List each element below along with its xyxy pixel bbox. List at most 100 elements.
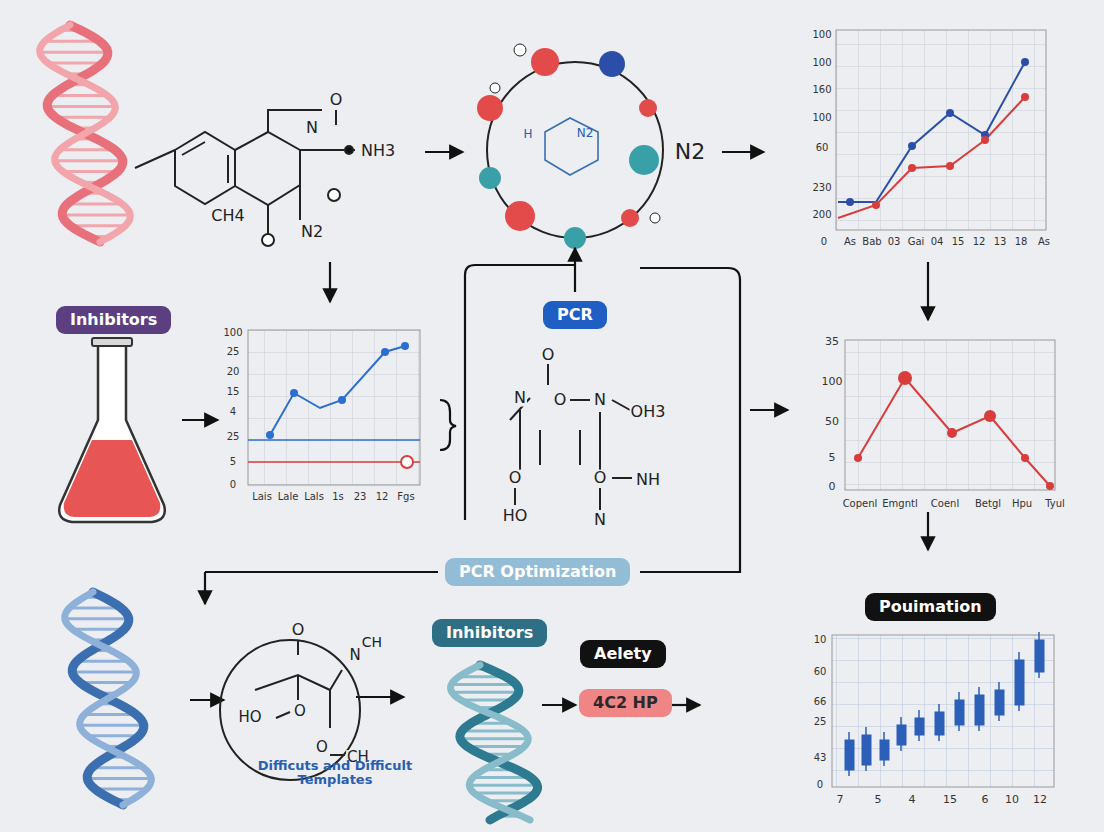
text-label: 03 [888,237,901,248]
text-label: 4 [909,794,916,806]
text-label: 0 [817,780,823,791]
text-label: As [844,237,856,248]
dna-rung [474,791,536,794]
text-label: N [513,390,527,407]
line-chart [248,330,420,485]
text-label: 25 [227,347,240,358]
dna-strand [40,25,131,242]
dna-rung [47,105,115,108]
pill-text: 4C2 HP [593,693,658,712]
text-label: Coenl [931,499,959,510]
text-label: 230 [812,183,831,194]
text-label: 23 [354,492,367,503]
text-label: 100 [812,58,831,69]
text-label: 66 [814,697,827,708]
text-label: As [1038,237,1050,248]
text-label: 18 [1015,237,1028,248]
label-pill: 4C2 HP [579,689,672,717]
dna-rung [55,159,123,162]
label-pill: Inhibitors [56,306,171,334]
text-label: N2 [674,140,706,163]
text-label: 5 [230,457,236,468]
text-label: Emgntl [882,499,917,510]
text-label: 100 [822,376,843,388]
text-label: 15 [227,387,240,398]
dna-rung [80,724,144,727]
text-label: Lais [252,492,272,503]
pill-text: Inhibitors [446,623,533,642]
text-label: N [348,648,361,664]
text-label: 43 [814,753,827,764]
molecule [510,364,632,510]
dna-rung [62,213,130,216]
text-label: 10 [814,635,827,646]
dna-rung [462,729,524,732]
flow-arrow [182,152,928,705]
dna-rung [469,784,537,787]
line-chart [845,340,1055,490]
pill-text: Inhibitors [70,310,157,329]
text-label: OH3 [630,404,667,421]
text-label: N2 [577,127,594,140]
text-label: O [315,740,329,756]
text-label: 7 [837,794,844,806]
text-label: 60 [816,143,829,154]
molecule-ring [477,44,663,249]
text-label: Copenl [843,499,878,510]
dna-rung [40,51,108,54]
text-label: 15 [943,794,957,806]
text-label: N [593,512,607,529]
text-label: 10 [1005,794,1019,806]
text-label: Bab [862,237,881,248]
text-label: 0 [821,237,827,248]
text-label: 13 [994,237,1007,248]
text-label: NH [635,472,661,489]
text-label: Lals [304,492,324,503]
pill-text: PCR [557,305,593,324]
text-label: O [553,392,568,409]
dna-rung [460,737,528,740]
text-label: O [329,92,344,109]
text-label: HO [502,508,529,525]
candlestick-chart [832,632,1054,787]
text-label: 25 [814,717,827,728]
text-label: 12 [1033,794,1047,806]
text-label: Lale [278,492,299,503]
text-label: 0 [230,480,236,491]
text-label: O [293,704,307,720]
text-label: NH3 [360,143,396,160]
text-label: N [593,392,607,409]
dna-rung [451,683,516,686]
text-label: 4 [230,407,236,418]
text-label: 1s [332,492,344,503]
text-label: 5 [829,452,836,464]
text-label: Fgs [397,492,414,503]
label-pill: Aelety [580,640,666,668]
text-label: O [541,347,556,364]
dna-strand [65,592,152,805]
text-label: HO [237,710,262,726]
text-label: 100 [812,113,831,124]
pill-text: PCR Optimization [459,562,616,581]
text-label: N [305,120,319,137]
text-label: 6 [982,794,989,806]
text-label: Betgl [975,499,1001,510]
text-label: 0 [829,481,836,493]
text-label: 5 [875,794,882,806]
dna-rung [65,617,129,620]
text-label: 04 [931,237,944,248]
text-label: 60 [814,667,827,678]
label-pill: Inhibitors [432,619,547,647]
text-label: 35 [825,336,839,348]
line-chart [836,30,1046,230]
text-label: 12 [376,492,389,503]
text-label: H [523,128,532,141]
text-label: 25 [227,432,240,443]
text-label: Hpu [1012,499,1032,510]
text-label: 15 [952,237,965,248]
text-label: 20 [227,367,240,378]
flask [59,338,165,522]
text-label: CH4 [210,208,245,225]
dna-strand [451,665,530,820]
text-label: 12 [973,237,986,248]
